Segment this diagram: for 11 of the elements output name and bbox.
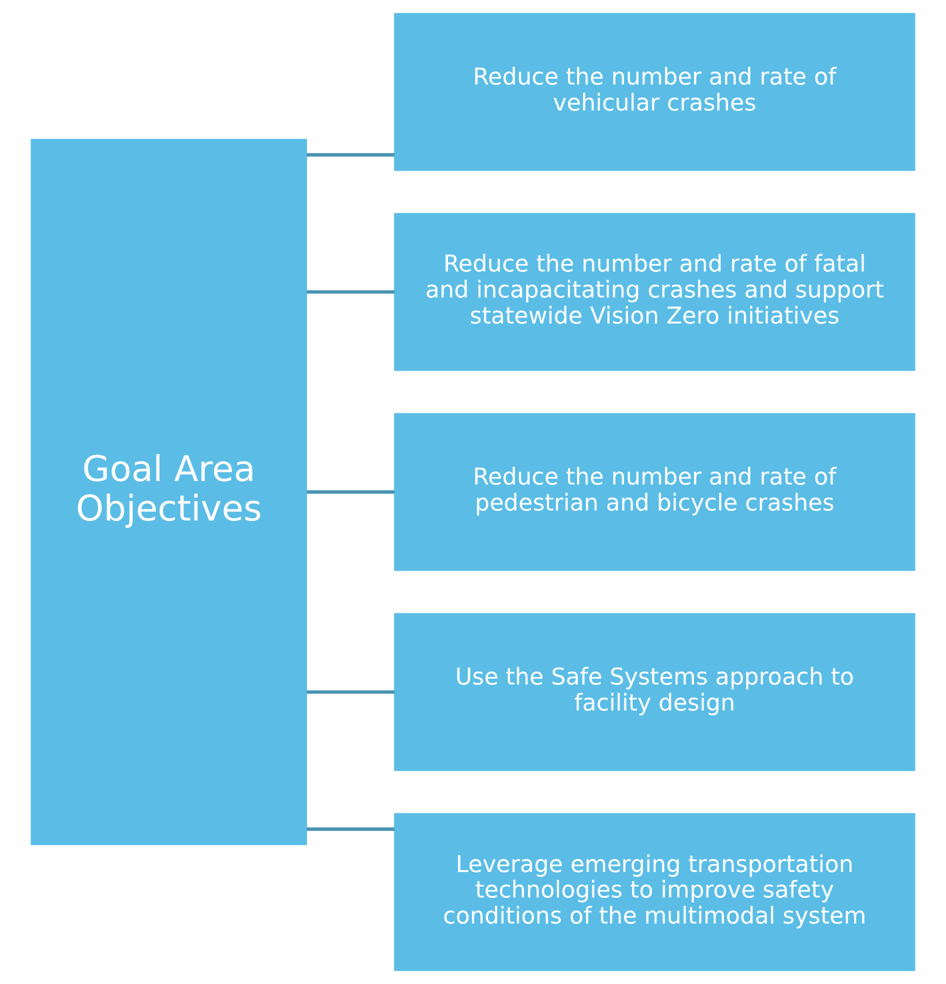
node-box: Reduce the number and rate of vehicular crashes: [394, 13, 916, 171]
connector: [306, 290, 395, 294]
connector: [306, 690, 395, 694]
node-box: Reduce the number and rate of fatal and incapacitating crashes and support statewide Vision Zero initiatives: [394, 213, 916, 371]
node-box: Leverage emerging transportation technologies to improve safety conditions of the multimodal system: [394, 813, 916, 971]
node-box: Goal Area Objectives: [30, 138, 307, 846]
connector: [306, 153, 395, 157]
connector: [306, 490, 395, 494]
node-box: Reduce the number and rate of pedestrian and bicycle crashes: [394, 413, 916, 571]
connector: [306, 827, 395, 831]
node-box: Use the Safe Systems approach to facility design: [394, 613, 916, 771]
